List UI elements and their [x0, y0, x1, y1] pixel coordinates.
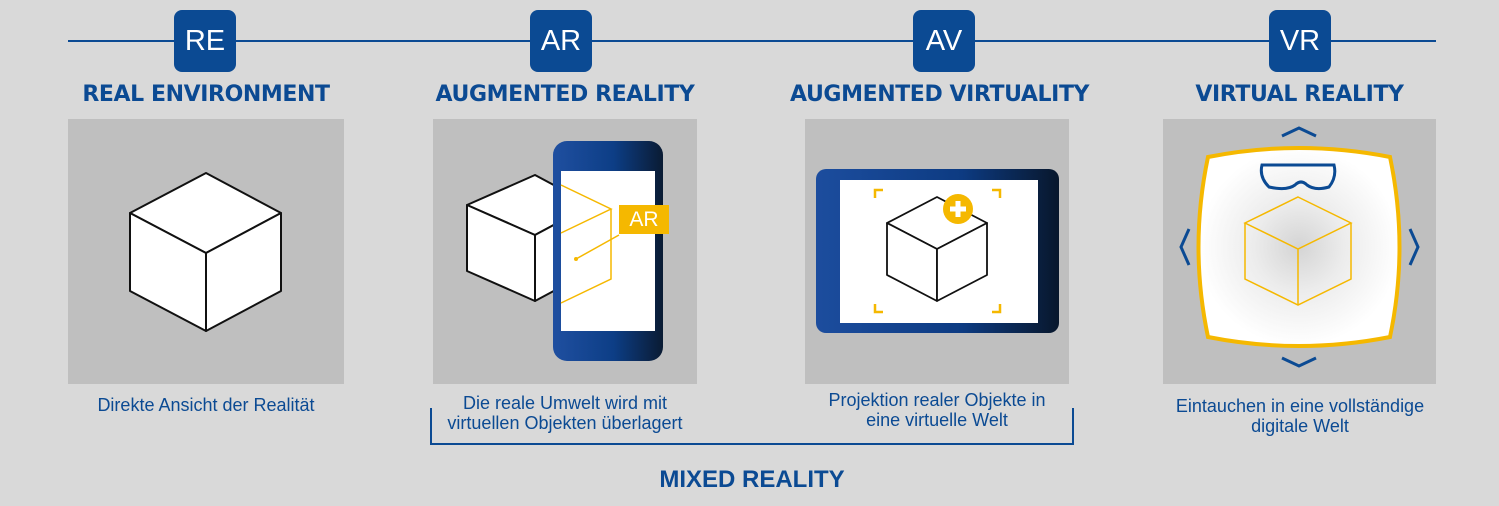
- heading-ar: AUGMENTED REALITY: [435, 82, 695, 107]
- panel-vr: [1163, 119, 1436, 384]
- ar-label-box: [619, 205, 669, 234]
- description-ar: Die reale Umwelt wird mit virtuellen Obj…: [447, 393, 683, 433]
- timeline-line: [68, 40, 1436, 42]
- vr-headset-icon: [1259, 163, 1337, 191]
- badge-vr: VR: [1269, 10, 1331, 72]
- mixed-reality-bracket: [430, 408, 1074, 445]
- plus-icon: [943, 194, 973, 224]
- description-re: Direkte Ansicht der Realität: [97, 395, 315, 415]
- description-vr: Eintauchen in eine vollständige digitale…: [1175, 396, 1425, 436]
- heading-av: AUGMENTED VIRTUALITY: [790, 82, 1090, 107]
- arrow-icon: [1179, 126, 1420, 368]
- vr-illustration: [1179, 126, 1420, 368]
- cube-icon: [1243, 196, 1353, 306]
- heading-vr: VIRTUAL REALITY: [1195, 82, 1404, 107]
- ar-illustration: [466, 141, 669, 361]
- badge-re: RE: [174, 10, 236, 72]
- panel-ar: AR: [433, 119, 697, 384]
- badge-ar: AR: [530, 10, 592, 72]
- cube-icon: [129, 172, 282, 332]
- badge-av: AV: [913, 10, 975, 72]
- heading-re: REAL ENVIRONMENT: [82, 82, 330, 107]
- description-av: Projektion realer Objekte in eine virtue…: [828, 390, 1046, 430]
- ar-overlay-label: AR: [629, 208, 659, 231]
- panel-av: [805, 119, 1069, 384]
- smartphone-icon: [553, 141, 663, 361]
- panel-re: [68, 119, 344, 384]
- av-illustration: [816, 169, 1059, 333]
- mixed-reality-label: MIXED REALITY: [659, 466, 845, 493]
